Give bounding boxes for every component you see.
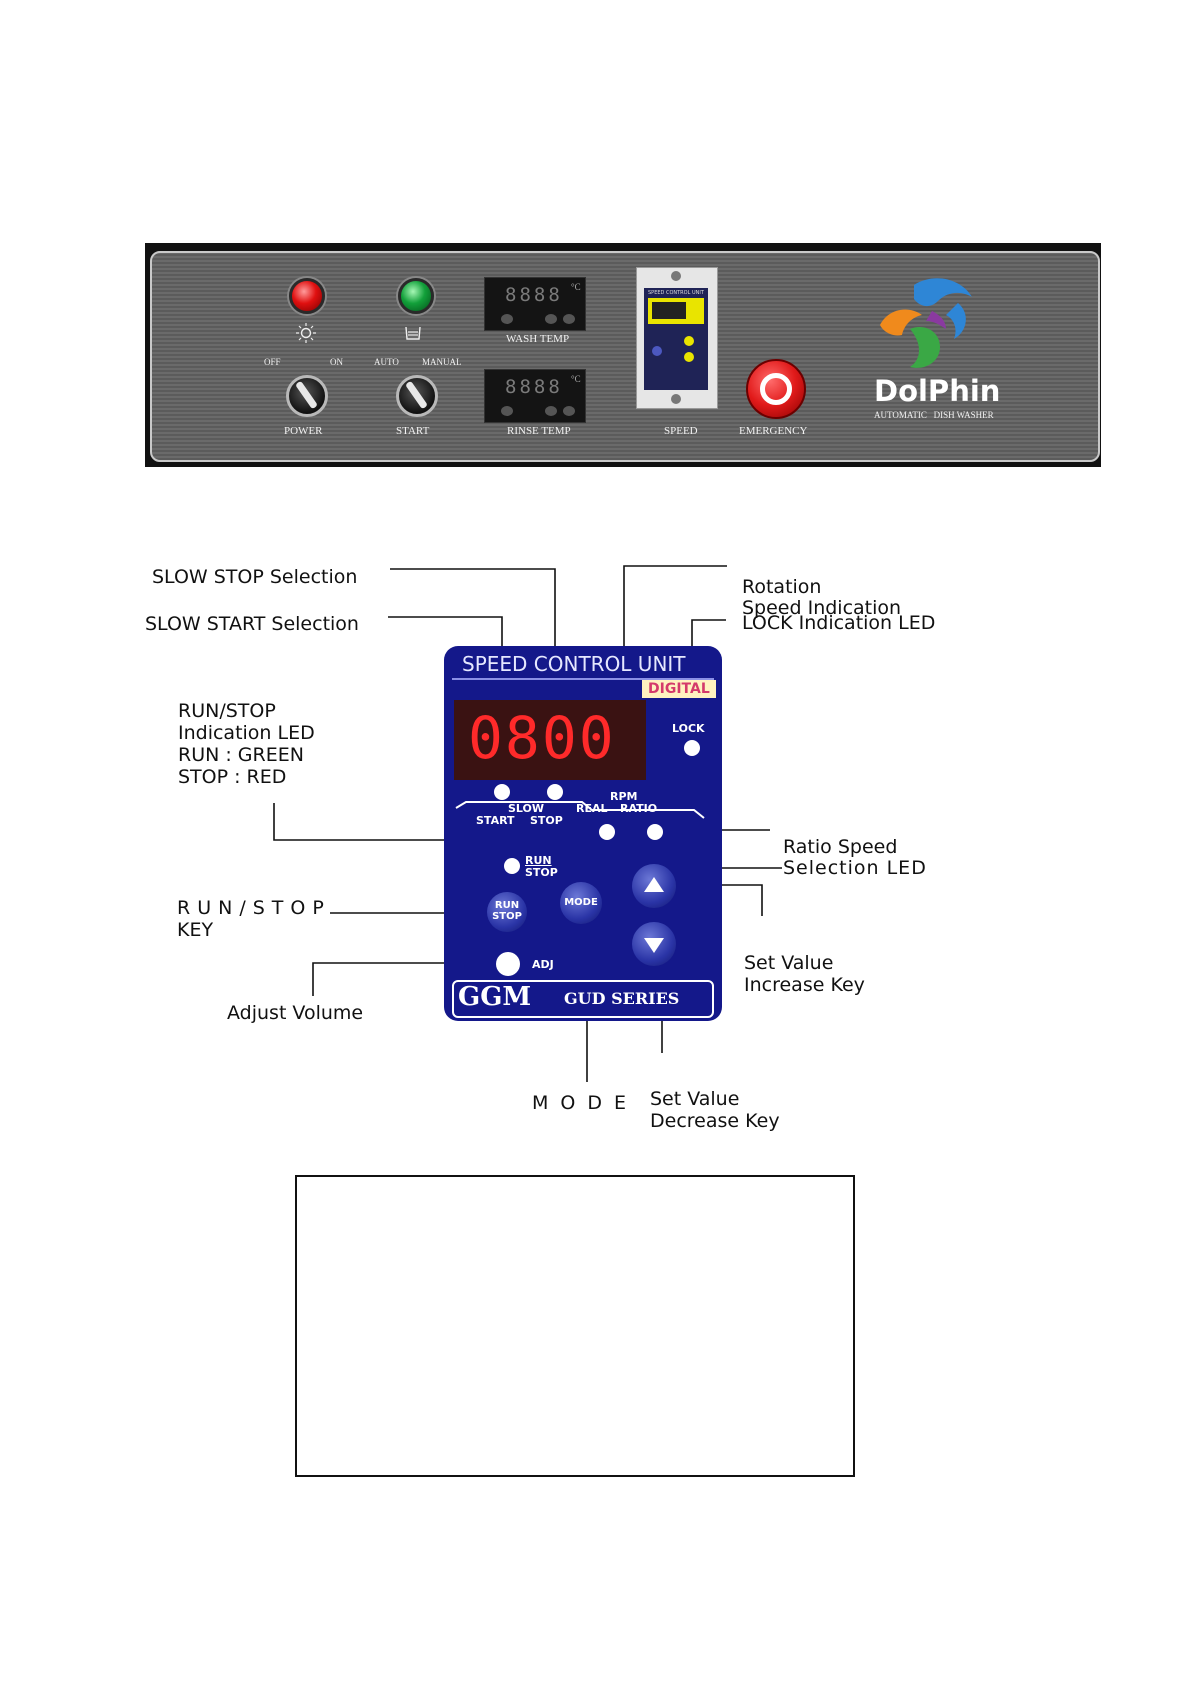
run-led-label: RUN (525, 854, 552, 867)
emergency-label: EMERGENCY (739, 425, 808, 437)
dolphin-logo-icon (874, 271, 980, 373)
speed-unit-display-small (648, 298, 704, 324)
rpm-display-value: 0800 (468, 704, 616, 772)
speed-control-unit-small: SPEED CONTROL UNIT (636, 267, 718, 409)
ratio-label: RATIO (620, 802, 658, 815)
callout-decrease-key: Decrease Key (650, 1110, 780, 1132)
power-indicator-lamp (289, 278, 325, 314)
wash-temp-up-button[interactable] (563, 314, 575, 324)
run-stop-key-label-stop: STOP (492, 911, 522, 922)
rinse-temp-label: RINSE TEMP (507, 425, 571, 437)
rpm-label: RPM (610, 790, 638, 803)
callout-runstop-led-indication: Indication LED (178, 722, 315, 744)
start-label: START (396, 425, 430, 437)
series-label: GUD SERIES (564, 989, 680, 1008)
mount-screw (671, 394, 681, 404)
increase-key[interactable] (632, 864, 676, 908)
power-switch[interactable] (286, 375, 328, 417)
speed-label: SPEED (664, 425, 698, 437)
mode-key[interactable]: MODE (560, 882, 602, 924)
power-on-label: ON (330, 357, 343, 367)
run-stop-led (504, 858, 520, 874)
callout-runstop-key-label: KEY (177, 919, 214, 941)
callout-rotation: Rotation (742, 576, 822, 598)
callout-runstop-led-stop: STOP : RED (178, 766, 287, 788)
control-panel: OFF ON POWER AUTO MANUAL START 8888 °C W… (150, 251, 1100, 462)
wash-temp-set-button[interactable] (501, 314, 513, 324)
adj-label: ADJ (532, 958, 554, 971)
speed-run-key-small[interactable] (652, 346, 662, 356)
rinse-temp-up-button[interactable] (563, 406, 575, 416)
callout-speed-indication: Speed Indication (742, 597, 902, 619)
mode-key-label: MODE (564, 897, 598, 908)
rinse-temp-controller: 8888 °C (484, 369, 586, 423)
stop-led-label: STOP (525, 866, 558, 879)
rinse-temp-unit: °C (571, 374, 581, 384)
wash-temp-controller: 8888 °C (484, 277, 586, 331)
callout-runstop-key: RUN/STOP (177, 897, 331, 919)
brand-tagline: AUTOMATIC DISH WASHER (874, 410, 994, 420)
callout-mode: MODE (532, 1092, 638, 1114)
manual-label: MANUAL (422, 357, 462, 367)
decrease-key[interactable] (632, 922, 676, 966)
arrow-up-icon (644, 877, 664, 892)
wash-temp-label: WASH TEMP (506, 333, 570, 345)
speed-down-key-small[interactable] (684, 352, 694, 362)
callout-runstop-led-title: RUN/STOP (178, 700, 276, 722)
rinse-temp-down-button[interactable] (545, 406, 557, 416)
callout-lock-led: LOCK Indication LED (742, 612, 936, 634)
speed-unit-title-small: SPEED CONTROL UNIT (648, 290, 704, 296)
slow-label: SLOW (508, 802, 545, 815)
start-switch[interactable] (396, 375, 438, 417)
scu-bracket-lines (455, 801, 705, 819)
callout-adjust-volume: Adjust Volume (227, 1002, 364, 1024)
callout-slow-stop: SLOW STOP Selection (152, 566, 358, 588)
power-label: POWER (284, 425, 323, 437)
callout-runstop-led-run: RUN : GREEN (178, 744, 304, 766)
real-rpm-led (599, 824, 615, 840)
callout-slow-start: SLOW START Selection (145, 613, 359, 635)
speed-control-unit: SPEED CONTROL UNIT DIGITAL 0800 LOCK SLO… (444, 646, 722, 1021)
scu-title: SPEED CONTROL UNIT (462, 652, 686, 676)
slow-stop-led[interactable] (547, 784, 563, 800)
power-off-label: OFF (264, 357, 281, 367)
auto-label: AUTO (374, 357, 399, 367)
callout-selection-led: Selection LED (783, 857, 927, 879)
sun-icon (291, 323, 321, 343)
callout-set-value-dec: Set Value (650, 1088, 740, 1110)
speed-up-key-small[interactable] (684, 336, 694, 346)
ratio-rpm-led (647, 824, 663, 840)
adjust-volume-knob[interactable] (496, 952, 520, 976)
lock-led (684, 740, 700, 756)
start-indicator-lamp (398, 278, 434, 314)
ggm-brand: GGM (458, 982, 532, 1012)
rinse-temp-display: 8888 (505, 376, 563, 398)
wash-temp-display: 8888 (505, 284, 563, 306)
rinse-temp-set-button[interactable] (501, 406, 513, 416)
rpm-display: 0800 (454, 700, 646, 780)
callout-increase-key: Increase Key (744, 974, 865, 996)
lock-label: LOCK (672, 722, 705, 735)
slow-start-led[interactable] (494, 784, 510, 800)
brand-name: DolPhin (874, 374, 1001, 408)
mount-screw (671, 271, 681, 281)
empty-text-box (295, 1175, 855, 1477)
start-label-unit: START (476, 814, 515, 827)
brand-plate: GGM GUD SERIES (452, 980, 714, 1018)
tank-icon (404, 325, 422, 341)
wash-temp-down-button[interactable] (545, 314, 557, 324)
leader-adjust-volume (312, 962, 505, 996)
callout-set-value-inc: Set Value (744, 952, 834, 974)
run-stop-key-label-run: RUN (494, 900, 520, 911)
wash-temp-unit: °C (571, 282, 581, 292)
arrow-down-icon (644, 938, 664, 953)
real-label: REAL (576, 802, 608, 815)
emergency-stop-button[interactable] (746, 359, 806, 419)
callout-ratio-speed: Ratio Speed (783, 836, 898, 858)
scu-digital-badge: DIGITAL (642, 680, 716, 698)
stop-label-unit: STOP (530, 814, 563, 827)
